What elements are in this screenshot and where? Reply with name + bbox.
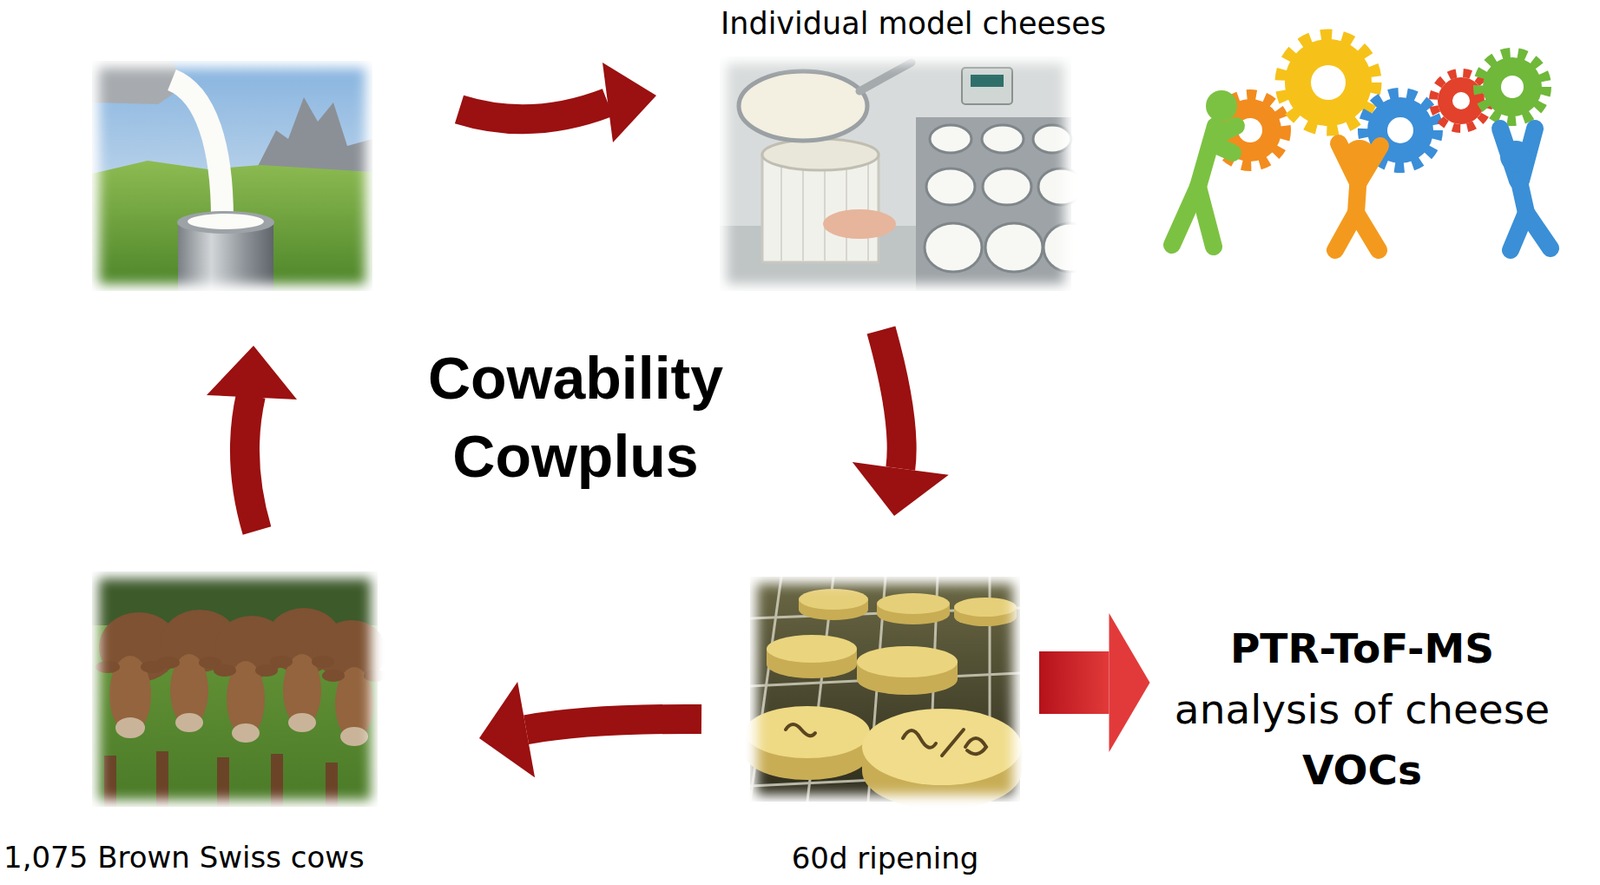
cycle-title: Cowability Cowplus (384, 338, 767, 495)
milk-photo (92, 60, 373, 291)
photo-node: 60d ripening (746, 576, 1024, 876)
caption: Individual model cheeses (678, 5, 1149, 42)
caption: analysis of cheese (1167, 678, 1558, 740)
cycle-arrow (206, 345, 297, 531)
flow-arrow (1039, 612, 1151, 752)
flow-arrow (852, 329, 949, 516)
caption: 1,075 Brown Swiss cows (3, 839, 393, 876)
cycle-arrow (459, 62, 657, 143)
photo-node: PTR-ToF-MSanalysis of cheeseVOCs (1167, 618, 1558, 801)
flow-arrow (479, 681, 702, 777)
ripening-photo (744, 576, 1022, 810)
caption: 60d ripening (746, 840, 1024, 876)
caption: VOCs (1167, 739, 1558, 801)
cheesemaking-photo (719, 56, 1096, 291)
cows-photo (92, 571, 387, 807)
photo-node: Individual model cheeses (678, 5, 1149, 291)
photo-node: 1,075 Brown Swiss cows (3, 571, 393, 876)
teamwork-icon (1172, 34, 1551, 251)
caption: PTR-ToF-MS (1167, 618, 1558, 679)
